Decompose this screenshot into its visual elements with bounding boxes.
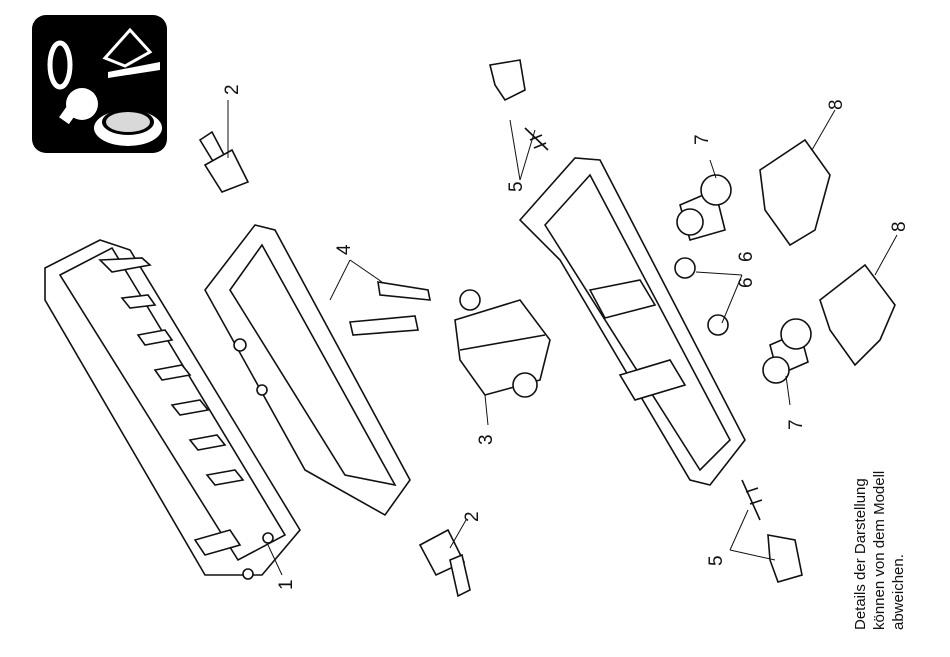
bogie-frame-top (760, 140, 830, 245)
label-part-4: 4 (334, 244, 355, 255)
spring-contact-bottom (742, 480, 802, 582)
label-part-1: 1 (276, 579, 297, 590)
motor (455, 290, 550, 397)
wheelset-top (677, 175, 731, 240)
label-part-2-top: 2 (222, 84, 243, 95)
label-part-7-top: 7 (692, 134, 713, 145)
coupler-hook-top (200, 132, 248, 192)
label-part-5-top: 5 (506, 181, 527, 192)
label-part-3: 3 (476, 434, 497, 445)
coupler-hook-bottom (420, 530, 470, 596)
label-part-6-top: 6 (736, 251, 757, 262)
bracket-part-4 (350, 282, 430, 335)
label-part-8-bottom: 8 (889, 221, 910, 232)
bogie-frame-bottom (820, 265, 895, 365)
label-part-8-top: 8 (826, 99, 847, 110)
disclaimer-note: Details der Darstellung können von dem M… (851, 440, 908, 630)
label-part-7-bottom: 7 (786, 419, 807, 430)
wheelset-bottom (763, 319, 811, 383)
maintenance-icon (32, 15, 167, 153)
label-part-6-bottom: 6 (736, 277, 757, 288)
label-part-2-bottom: 2 (462, 511, 483, 522)
spring-contact-top (490, 60, 548, 150)
label-part-5-bottom: 5 (706, 555, 727, 566)
